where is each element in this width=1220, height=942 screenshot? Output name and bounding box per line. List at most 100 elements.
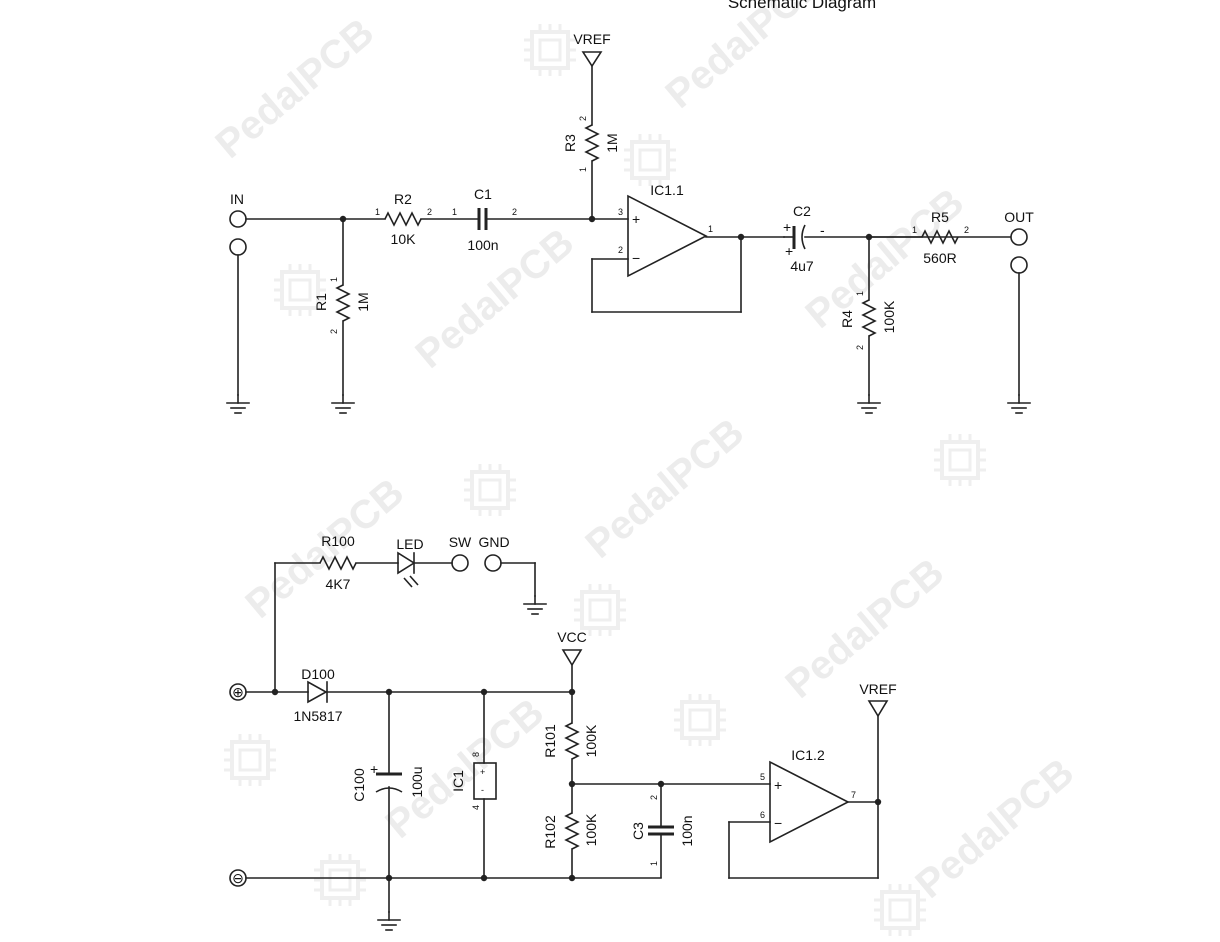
r5-value: 560R [923,250,956,266]
out-jack-sleeve [1010,256,1028,274]
r4-ref: R4 [839,310,855,328]
svg-text:2: 2 [618,245,623,255]
c100-value: 100u [409,766,425,797]
r1-value: 1M [355,292,371,311]
svg-text:2: 2 [578,116,588,121]
ic1-1-label: IC1.1 [650,182,684,198]
svg-text:1: 1 [375,207,380,217]
c100-ref: C100 [351,768,367,802]
svg-text:6: 6 [760,810,765,820]
r101-ref: R101 [542,724,558,758]
d100-value: 1N5817 [293,708,342,724]
svg-text:⊕: ⊕ [232,684,244,700]
vref-label: VREF [859,681,896,697]
d100-ref: D100 [301,666,335,682]
svg-text:1: 1 [708,224,713,234]
svg-text:2: 2 [855,345,865,350]
svg-text:+: + [774,777,782,793]
ic1-2-opamp-icon [769,760,850,844]
c1-value: 100n [467,237,498,253]
c2-value: 4u7 [790,258,814,274]
ground-icon [377,911,401,931]
diagram-title: Schematic Diagram [728,0,876,12]
ground-icon [331,394,355,414]
ground-icon [1007,394,1031,414]
r101-resistor-icon [564,722,580,760]
r2-ref: R2 [394,191,412,207]
r102-resistor-icon [564,812,580,850]
r5-ref: R5 [931,209,949,225]
svg-text:2: 2 [964,225,969,235]
vref-arrow-icon [581,51,603,68]
vcc-arrow-icon [561,649,583,667]
out-label: OUT [1004,209,1034,225]
r5-resistor-icon [921,229,959,245]
gnd-label: GND [478,534,509,550]
c1-ref: C1 [474,186,492,202]
out-jack-tip [1010,228,1028,246]
svg-text:+: + [632,211,640,227]
chip-icon [522,22,578,78]
c3-ref: C3 [630,822,646,840]
gnd-pad [484,554,502,572]
r100-ref: R100 [321,533,355,549]
svg-text:+: + [480,767,485,777]
r102-value: 100K [583,813,599,846]
watermark: PedalPCB [578,410,753,567]
svg-text:+: + [785,243,793,259]
audio-circuit: IN R1 1M 1 2 R2 10K 1 2 C1 100n 1 2 VREF [226,31,1034,414]
in-jack-tip [229,210,247,228]
r1-ref: R1 [313,293,329,311]
chip-icon [222,732,278,788]
watermark-layer: PedalPCB PedalPCB PedalPCB PedalPCB Peda… [208,0,1082,938]
svg-text:+: + [783,219,791,235]
chip-icon [462,462,518,518]
svg-text:5: 5 [760,772,765,782]
r4-resistor-icon [861,299,877,337]
ic1-1-opamp-icon [627,194,708,278]
r100-value: 4K7 [326,576,351,592]
ground-icon [857,394,881,414]
chip-icon [872,882,928,938]
r2-value: 10K [391,231,417,247]
r2-resistor-icon [384,211,422,227]
watermark: PedalPCB [208,10,383,167]
r3-resistor-icon [584,124,600,162]
led-label: LED [396,536,423,552]
watermark: PedalPCB [378,690,553,847]
chip-icon [672,692,728,748]
vref-label: VREF [573,31,610,47]
svg-text:-: - [481,785,484,795]
svg-text:−: − [632,250,640,266]
svg-text:2: 2 [649,795,659,800]
r3-value: 1M [604,133,620,152]
svg-text:8: 8 [471,752,481,757]
chip-icon [932,432,988,488]
svg-text:1: 1 [912,225,917,235]
svg-text:4: 4 [471,805,481,810]
svg-text:+: + [370,761,378,777]
chip-icon [622,132,678,188]
d100-diode-icon [307,680,328,704]
svg-text:7: 7 [851,790,856,800]
r100-resistor-icon [319,555,357,571]
sw-pad [451,554,469,572]
ic1-power-label: IC1 [450,770,466,792]
r3-ref: R3 [562,134,578,152]
vref-arrow-icon [867,700,889,718]
ground-icon [523,595,547,615]
r1-resistor-icon [335,284,351,322]
svg-text:⊖: ⊖ [232,870,244,886]
c2-ref: C2 [793,203,811,219]
ic1-power-icon [473,762,497,800]
in-jack-sleeve [229,238,247,256]
svg-text:1: 1 [329,277,339,282]
svg-text:-: - [820,222,825,238]
svg-text:−: − [774,815,782,831]
svg-text:1: 1 [855,291,865,296]
in-label: IN [230,191,244,207]
power-circuit: R100 4K7 LED SW GND ⊕ D100 1N5817 + [229,533,897,931]
svg-text:1: 1 [649,861,659,866]
vcc-label: VCC [557,629,587,645]
